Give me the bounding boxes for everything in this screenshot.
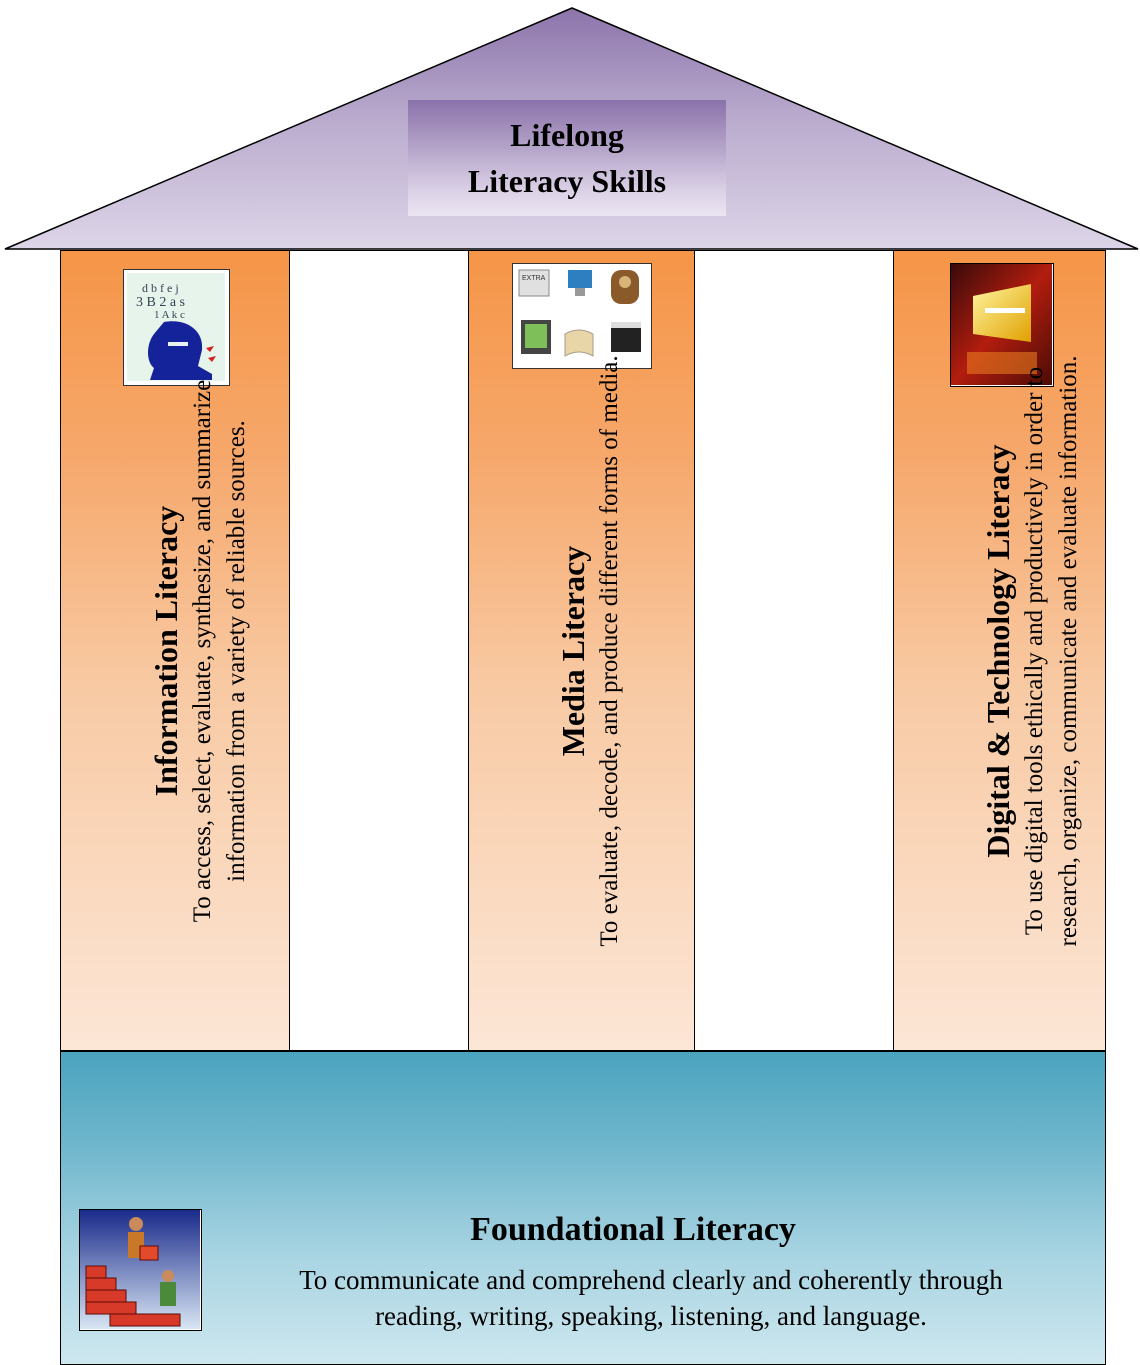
- pillar-media-text: Media Literacy To evaluate, decode, and …: [553, 355, 627, 946]
- roof-title: Lifelong Literacy Skills: [408, 100, 726, 216]
- pillar-information-text: Information Literacy To access, select, …: [146, 379, 254, 921]
- foundation: Foundational Literacy To communicate and…: [60, 1051, 1106, 1365]
- pillar-gap: [694, 250, 894, 1051]
- pillar-information-title: Information Literacy: [148, 505, 184, 796]
- pillar-digital-text: Digital & Technology Literacy To use dig…: [978, 355, 1086, 946]
- media-collage-icon: EXTRA: [512, 263, 652, 369]
- roof-title-line1: Lifelong: [510, 117, 624, 153]
- svg-text:EXTRA: EXTRA: [522, 275, 546, 282]
- svg-text:d b f e j: d b f e j: [142, 281, 179, 295]
- foundation-desc-line1: To communicate and comprehend clearly an…: [299, 1265, 1003, 1295]
- foundation-desc: To communicate and comprehend clearly an…: [211, 1262, 1091, 1334]
- pillar-media-desc-line1: To evaluate, decode, and produce differe…: [595, 354, 623, 947]
- foundation-desc-line2: reading, writing, speaking, listening, a…: [375, 1301, 927, 1331]
- pillar-digital-desc-line2: research, organize, communicate and eval…: [1054, 355, 1082, 946]
- pillar-digital-technology-literacy: Digital & Technology Literacy To use dig…: [893, 250, 1106, 1051]
- building-blocks-icon: [79, 1209, 202, 1331]
- pillar-information-literacy: d b f e j 3 B 2 a s 1 A k c Information …: [60, 250, 290, 1051]
- pillar-media-title: Media Literacy: [554, 545, 591, 756]
- pillar-digital-title: Digital & Technology Literacy: [979, 443, 1016, 858]
- pillar-digital-desc-line1: To use digital tools ethically and produ…: [1020, 366, 1048, 935]
- pillar-media-literacy: EXTRA Media Literacy To evaluate, decode…: [468, 250, 695, 1051]
- foundation-title: Foundational Literacy: [470, 1211, 796, 1248]
- svg-text:3 B 2 a s: 3 B 2 a s: [136, 295, 185, 310]
- svg-text:1 A k c: 1 A k c: [154, 309, 185, 321]
- pillar-information-desc-line1: To access, select, evaluate, synthesize,…: [189, 379, 216, 922]
- reading-person-icon: d b f e j 3 B 2 a s 1 A k c: [123, 269, 230, 386]
- computer-screen-icon: [950, 263, 1054, 387]
- pillar-gap: [289, 250, 469, 1051]
- roof-title-line2: Literacy Skills: [467, 163, 667, 199]
- pillar-information-desc-line2: information from a variety of reliable s…: [223, 419, 250, 882]
